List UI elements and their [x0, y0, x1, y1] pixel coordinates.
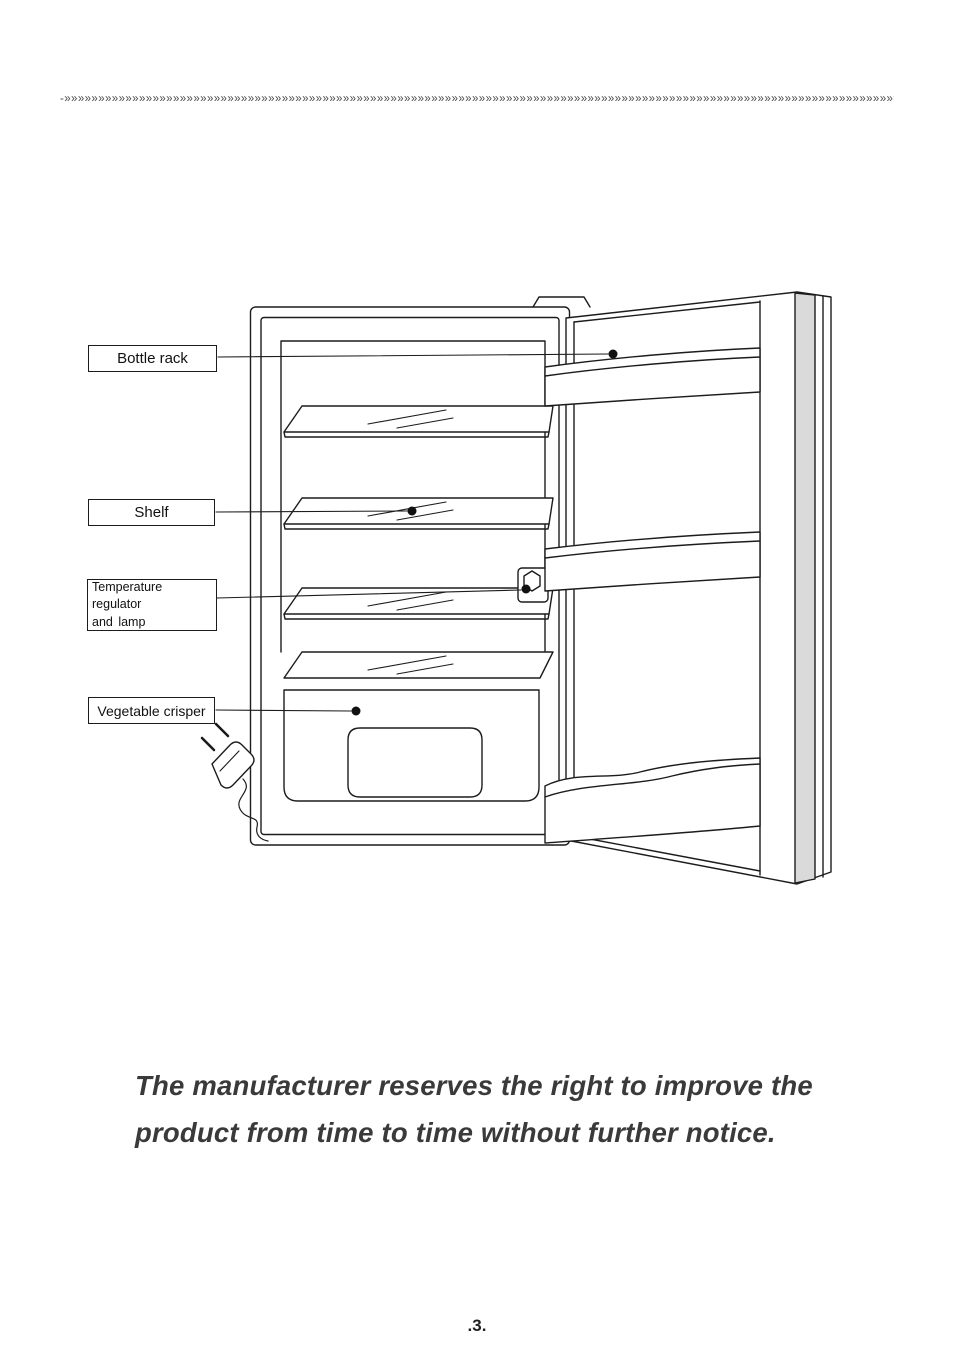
notice-line-2: product from time to time without furthe… [135, 1116, 776, 1148]
label-bottle-rack: Bottle rack [88, 345, 217, 372]
page-number: .3. [467, 1316, 487, 1335]
dot-temperature-regulator [521, 584, 531, 594]
leader-vegetable-crisper [215, 709, 352, 712]
door-edge-strip [794, 292, 816, 884]
label-shelf-text: Shelf [134, 504, 169, 521]
vegetable-crisper-drawer [283, 651, 554, 802]
dot-bottle-rack [608, 349, 618, 359]
dot-shelf [407, 506, 417, 516]
manufacturer-notice: The manufacturer reserves the right to i… [135, 1063, 855, 1156]
label-temperature-line1: Temperature regulator [92, 579, 163, 612]
label-vegetable-crisper: Vegetable crisper [88, 697, 215, 724]
refrigerator-figure [180, 288, 850, 892]
leader-temperature-regulator [216, 589, 522, 599]
refrigerator-diagram [200, 291, 832, 885]
dot-vegetable-crisper [351, 706, 361, 716]
label-temperature-regulator: Temperature regulator and lamp [87, 579, 217, 631]
door-rack-top [544, 347, 761, 407]
label-vegetable-crisper-text: Vegetable crisper [97, 702, 206, 719]
shelf-middle [283, 497, 554, 530]
label-temperature-line2: and lamp [92, 614, 146, 629]
door-rack-bottom [544, 757, 761, 844]
shelf-top [283, 405, 554, 438]
temperature-regulator [517, 567, 549, 603]
leader-bottle-rack [217, 353, 609, 358]
leader-shelf [215, 510, 408, 513]
crisper-handle-recess [347, 727, 483, 798]
power-cord [238, 778, 269, 842]
power-plug [200, 722, 269, 842]
label-shelf: Shelf [88, 499, 215, 526]
fridge-door [544, 291, 832, 885]
leader-lines [215, 353, 609, 712]
leader-dots [351, 349, 618, 716]
top-hinge-cover [532, 296, 591, 308]
notice-line-1: The manufacturer reserves the right to i… [135, 1070, 813, 1101]
zigzag-divider: -»»»»»»»»»»»»»»»»»»»»»»»»»»»»»»»»»»»»»»»… [60, 93, 894, 105]
door-rack-middle [544, 531, 761, 592]
label-bottle-rack-text: Bottle rack [117, 350, 188, 367]
